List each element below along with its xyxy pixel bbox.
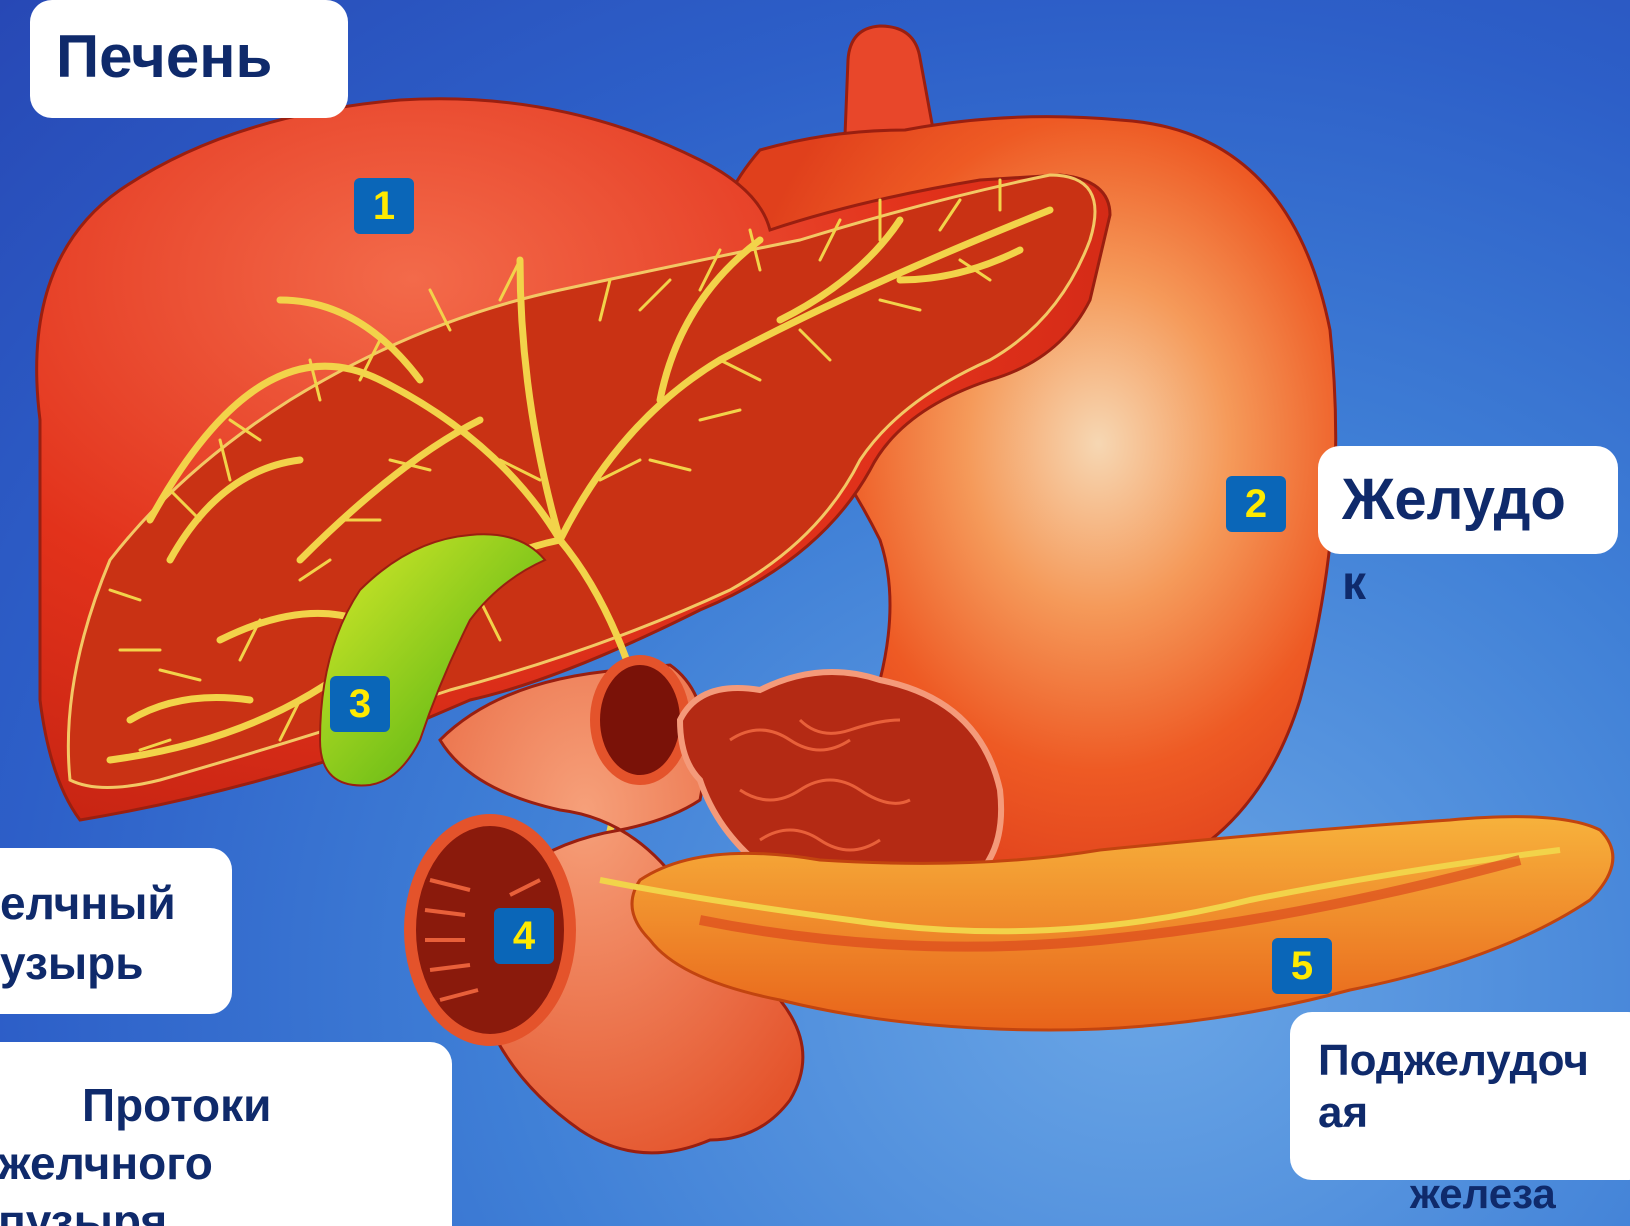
label-bile-ducts-line1: Протоки xyxy=(0,1042,452,1132)
label-gallbladder-line2: узырь xyxy=(0,930,232,990)
label-stomach-line2: к xyxy=(1342,556,1366,611)
label-pancreas-line2: ая xyxy=(1290,1086,1630,1138)
marker-1: 1 xyxy=(354,178,414,234)
label-bile-ducts-line2: желчного xyxy=(0,1132,452,1190)
label-gallbladder-line1: елчный xyxy=(0,848,232,930)
label-pancreas-line3: железа xyxy=(1410,1170,1556,1218)
label-pancreas: Поджелудоч ая xyxy=(1290,1012,1630,1180)
label-pancreas-line1: Поджелудоч xyxy=(1290,1012,1630,1086)
marker-2: 2 xyxy=(1226,476,1286,532)
label-bile-ducts: Протоки желчного пузыря xyxy=(0,1042,452,1226)
marker-5: 5 xyxy=(1272,938,1332,994)
esophagus-shape xyxy=(845,26,935,140)
label-liver-text: Печень xyxy=(30,0,348,91)
pylorus-opening xyxy=(595,660,685,780)
label-gallbladder: елчный узырь xyxy=(0,848,232,1014)
marker-4: 4 xyxy=(494,908,554,964)
label-liver: Печень xyxy=(30,0,348,118)
label-bile-ducts-line3: пузыря xyxy=(0,1190,452,1226)
label-stomach: Желудо xyxy=(1318,446,1618,554)
marker-3: 3 xyxy=(330,676,390,732)
label-stomach-line1: Желудо xyxy=(1318,446,1618,533)
